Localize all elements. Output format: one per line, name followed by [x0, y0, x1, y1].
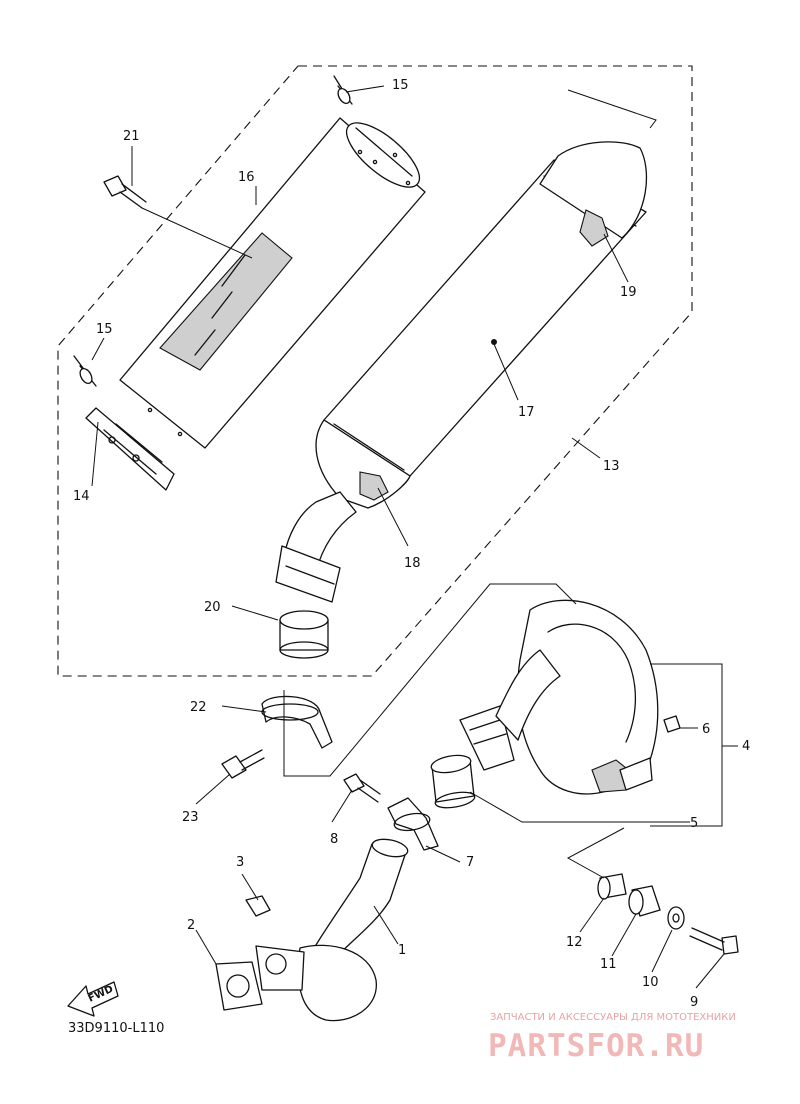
- part-16-muffler-cover[interactable]: [119, 112, 429, 449]
- callout-16: 16: [238, 170, 255, 185]
- callout-8: 8: [330, 832, 338, 847]
- callout-13: 13: [603, 459, 620, 474]
- fwd-arrow-icon: FWD: [67, 981, 119, 1017]
- part-8-bolt[interactable]: [343, 773, 381, 803]
- part-20-sleeve[interactable]: [279, 610, 329, 659]
- part-2-flange[interactable]: [215, 961, 263, 1011]
- watermark-tagline: ЗАПЧАСТИ И АКСЕССУАРЫ ДЛЯ МОТОТЕХНИКИ: [490, 1012, 736, 1023]
- diagram-code: 33D9110-L110: [68, 1021, 164, 1036]
- part-23-bolt[interactable]: [221, 749, 265, 779]
- callout-3: 3: [236, 855, 244, 870]
- callout-7: 7: [466, 855, 474, 870]
- callout-20: 20: [204, 600, 221, 615]
- callout-23: 23: [182, 810, 199, 825]
- callout-22: 22: [190, 700, 207, 715]
- callout-11: 11: [600, 957, 617, 972]
- part-5-gasket-sleeve[interactable]: [430, 753, 476, 811]
- part-15-rivet-left[interactable]: [73, 355, 97, 387]
- part-19-end-cap[interactable]: [539, 141, 648, 247]
- callout-12: 12: [566, 935, 583, 950]
- callout-18: 18: [404, 556, 421, 571]
- part-6-nut[interactable]: [663, 715, 681, 733]
- part-22-clamp[interactable]: [261, 695, 333, 749]
- part-18-inlet-elbow[interactable]: [275, 419, 411, 603]
- callout-15-top: 15: [392, 78, 409, 93]
- part-3-nut[interactable]: [245, 895, 271, 917]
- part-21-bolt[interactable]: [103, 175, 147, 209]
- callout-19: 19: [620, 285, 637, 300]
- watermark-brand: PARTSFOR.RU: [488, 1028, 704, 1064]
- part-12-collar[interactable]: [597, 873, 627, 900]
- callout-9: 9: [690, 995, 698, 1010]
- callout-6: 6: [702, 722, 710, 737]
- callout-21: 21: [123, 129, 140, 144]
- callout-15-left: 15: [96, 322, 113, 337]
- callout-2: 2: [187, 918, 195, 933]
- callout-17: 17: [518, 405, 535, 420]
- callout-14: 14: [73, 489, 90, 504]
- part-15-rivet-top[interactable]: [333, 75, 353, 105]
- part-4-header-pipe[interactable]: [459, 599, 659, 795]
- callout-1: 1: [398, 943, 406, 958]
- part-14-gasket[interactable]: [85, 407, 175, 491]
- callout-5: 5: [690, 816, 698, 831]
- leader-lines: [91, 85, 738, 989]
- part-9-bolt[interactable]: [689, 927, 739, 955]
- callout-4: 4: [742, 739, 750, 754]
- part-10-washer[interactable]: [667, 906, 685, 930]
- part-11-damper[interactable]: [628, 885, 661, 917]
- callout-10: 10: [642, 975, 659, 990]
- muffler-assembly-boundary: [57, 65, 693, 677]
- part-1-exhaust-pipe[interactable]: [255, 836, 409, 1022]
